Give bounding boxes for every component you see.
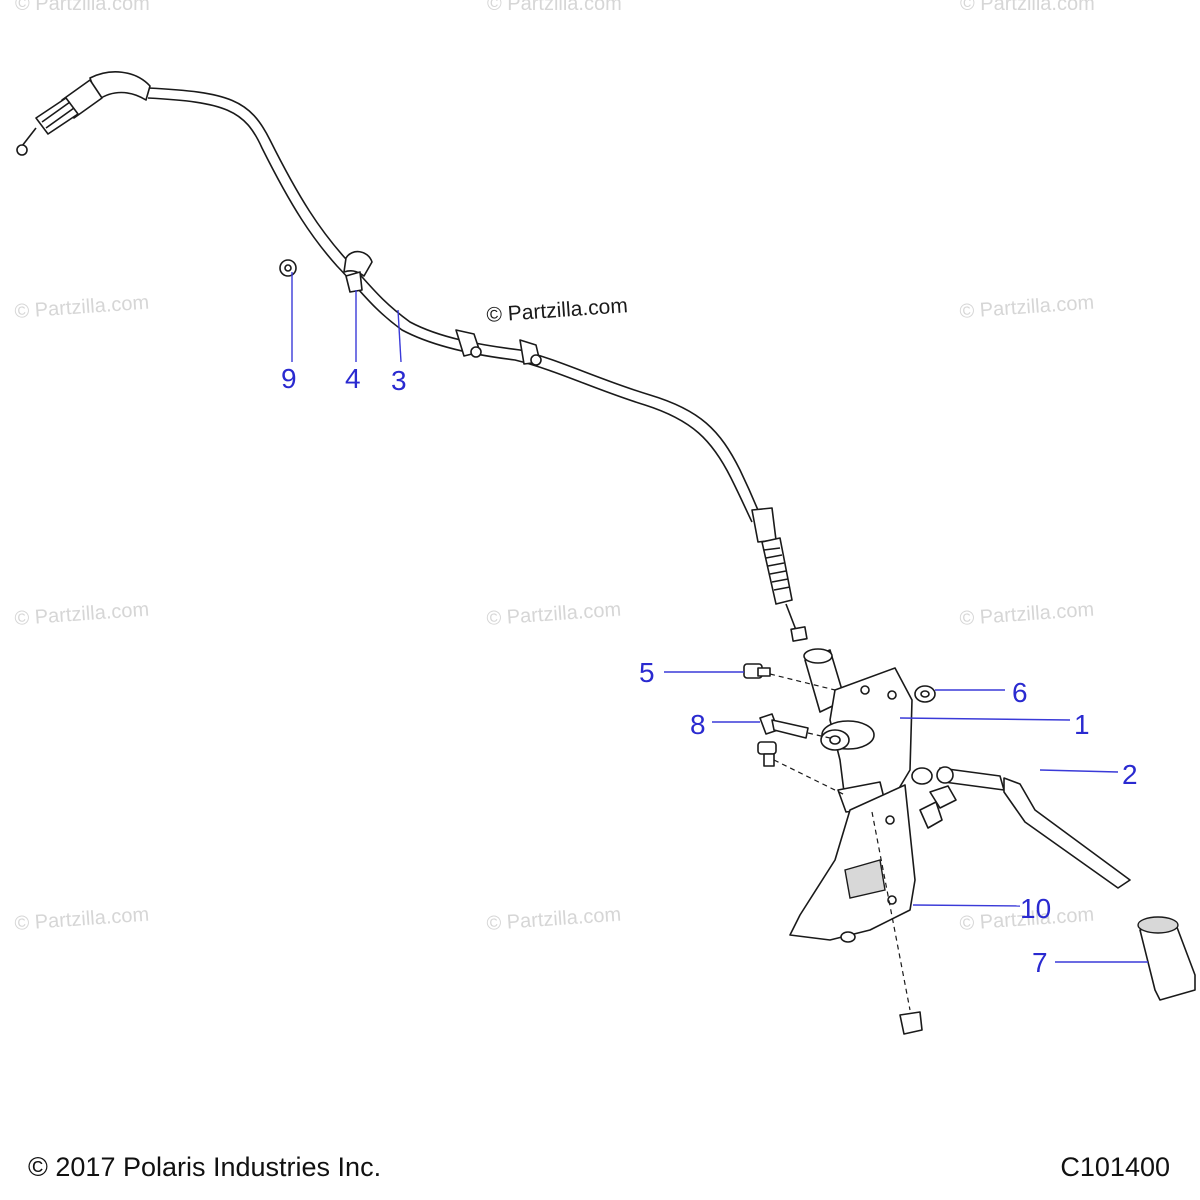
watermark-center: © Partzilla.com [486,294,629,327]
callout-numbers: 9 4 3 5 6 8 1 2 10 7 [281,363,1138,978]
nut-part-9 [279,259,297,277]
watermark-text: © Partzilla.com [486,904,622,935]
watermark-text: © Partzilla.com [14,292,150,323]
nut-part-6 [914,685,936,703]
diagram-code: C101400 [1060,1152,1170,1182]
watermark-text: © Partzilla.com [15,0,150,15]
watermark-text: © Partzilla.com [14,599,150,630]
watermark-text: © Partzilla.com [486,599,622,630]
callout-1: 1 [1074,709,1090,740]
nut-bottom [899,1011,923,1035]
callout-6: 6 [1012,677,1028,708]
leader-lines [291,272,1148,963]
knob-part-7 [1137,916,1196,1001]
callout-7: 7 [1032,947,1048,978]
cable-part-3 [16,71,808,642]
copyright-text: © 2017 Polaris Industries Inc. [28,1152,382,1182]
callout-5: 5 [639,657,655,688]
bolt-part-5 [743,663,836,691]
callout-4: 4 [345,363,361,394]
callout-10: 10 [1020,893,1051,924]
callout-2: 2 [1122,759,1138,790]
bolt-small [757,741,846,796]
callout-9: 9 [281,363,297,394]
callout-8: 8 [690,709,706,740]
watermark-text: © Partzilla.com [487,0,622,15]
callout-3: 3 [391,365,407,396]
watermark-text: © Partzilla.com [960,0,1095,15]
shift-lever-part-2 [911,766,1131,889]
watermark-text: © Partzilla.com [959,599,1095,630]
lever-bracket-part-1 [803,648,913,813]
bolt-part-8 [759,713,831,739]
watermark-text: © Partzilla.com [959,292,1095,323]
mount-bracket-part-10 [789,784,916,1011]
watermark-text: © Partzilla.com [14,904,150,935]
